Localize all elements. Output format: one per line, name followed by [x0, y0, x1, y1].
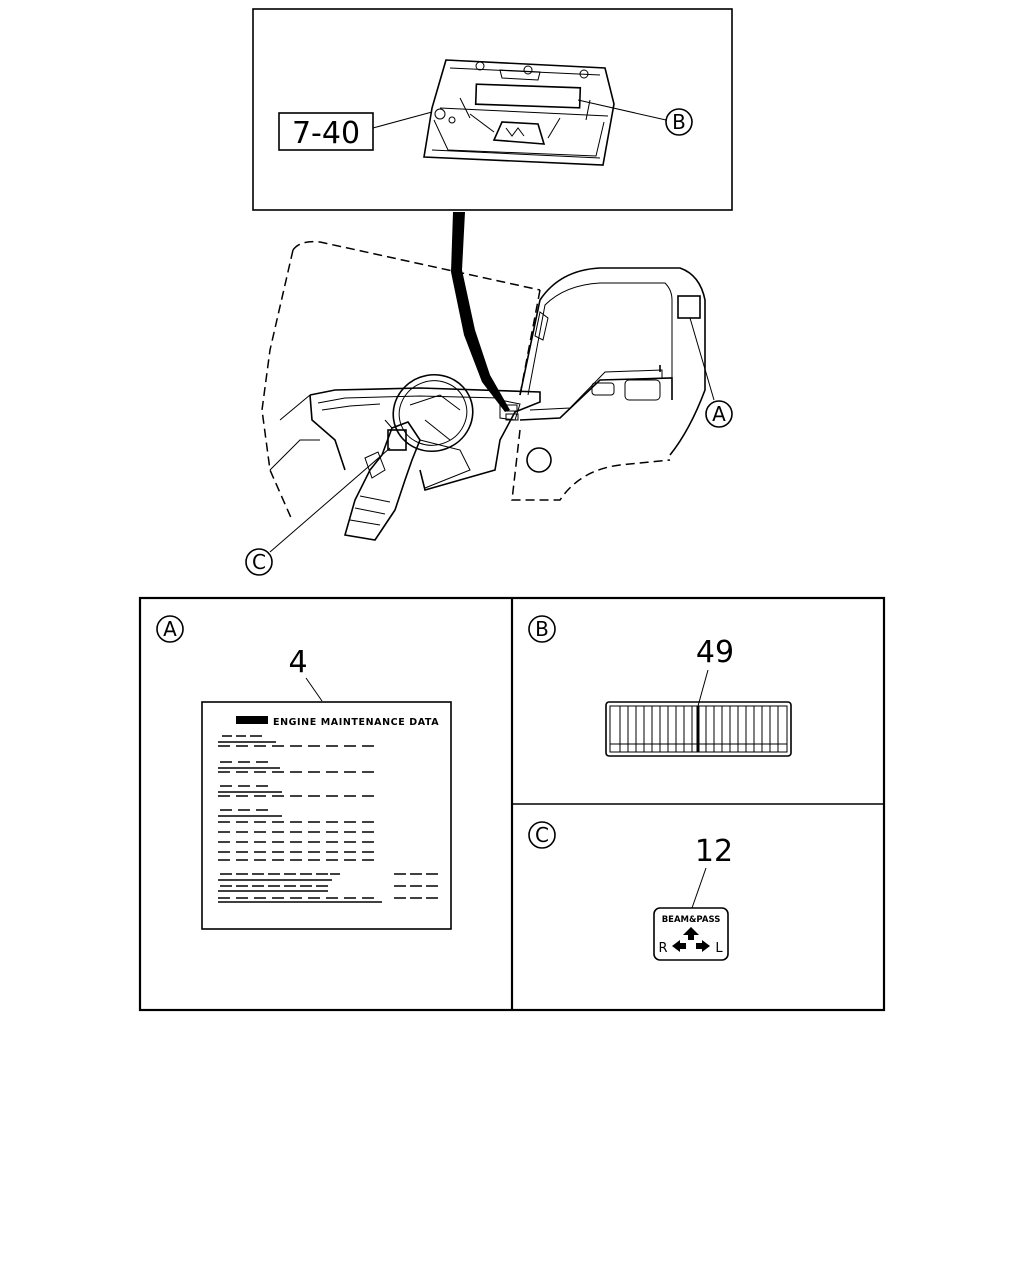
callout-a-letter: A [712, 402, 726, 426]
reference-label: 7-40 [292, 116, 360, 151]
arrow-up-icon [683, 927, 699, 940]
switch-label-text: BEAM&PASS [662, 915, 721, 925]
label-data-lines [218, 735, 438, 903]
panel-a-part-number: 4 [288, 645, 307, 680]
switch-left-letter: L [715, 941, 723, 956]
callout-a-cab: A [689, 317, 733, 428]
cab-interior-illustration [261, 240, 706, 541]
switch-right-letter: R [658, 941, 667, 956]
arrow-right-icon [696, 940, 710, 952]
callout-c-letter: C [252, 550, 266, 574]
detail-inset [252, 8, 733, 211]
panel-b-part-number: 49 [696, 635, 734, 670]
callout-b-inset: B [577, 99, 693, 136]
label-heading: ENGINE MAINTENANCE DATA [273, 717, 439, 728]
arrow-left-icon [672, 940, 686, 952]
panel-a: A 4 ENGINE MAINTENANCE DATA [156, 615, 452, 930]
grille-part [605, 701, 792, 757]
detail-connector [451, 212, 510, 412]
beam-pass-switch-label: BEAM&PASS R L [653, 907, 729, 961]
panel-b: B 49 [528, 615, 792, 757]
panel-c-letter: C [535, 823, 549, 847]
panel-c: C 12 BEAM&PASS R L [528, 821, 733, 961]
label-logo-block [236, 716, 268, 724]
reference-7-40: 7-40 [278, 111, 433, 151]
panel-c-part-number: 12 [695, 834, 733, 869]
callout-b-letter: B [672, 110, 686, 134]
panel-a-letter: A [163, 617, 177, 641]
callout-c-cab: C [245, 447, 391, 576]
detail-panels-frame [138, 596, 886, 1012]
engine-maintenance-data-label [201, 701, 452, 930]
panel-b-letter: B [535, 617, 549, 641]
